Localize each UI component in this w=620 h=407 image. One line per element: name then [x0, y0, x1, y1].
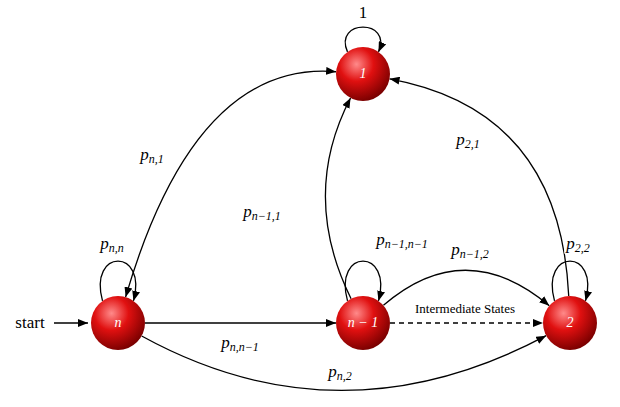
transition-arrow — [126, 71, 337, 297]
state-name: n − 1 — [348, 315, 378, 331]
transition-arrow — [390, 322, 543, 323]
transition-probability: pn,2 — [326, 363, 354, 382]
state-name: n — [115, 315, 122, 331]
transition-probability: pn−1,n−1 — [374, 231, 430, 250]
transition-probability: pn,1 — [138, 146, 166, 165]
state-sphere: n − 1 — [335, 295, 391, 351]
transition-probability: p2,2 — [564, 235, 592, 254]
transition-probability: pn−1,1 — [241, 203, 283, 222]
transition-probability: p2,1 — [454, 131, 482, 150]
transition-arrow — [383, 270, 549, 305]
transition-arrow — [100, 261, 136, 301]
state-name: 1 — [360, 66, 367, 82]
transition-arrow — [390, 79, 569, 296]
transition-probability: pn,n−1 — [219, 334, 261, 353]
transition-probability: pn−1,2 — [449, 241, 491, 260]
transition-arrow — [325, 98, 351, 299]
state-name: 2 — [567, 315, 574, 331]
state-sphere: 1 — [335, 46, 391, 102]
transition-arrow — [552, 261, 588, 301]
start-label: start — [15, 313, 44, 333]
transition-arrow — [145, 322, 336, 323]
transition-arrow — [345, 261, 381, 301]
transition-probability: Intermediate States — [413, 302, 517, 316]
start-arrow — [54, 322, 88, 323]
transition-probability: pn,n — [98, 235, 126, 254]
state-sphere: 2 — [542, 295, 598, 351]
transition-arrow — [142, 336, 546, 391]
transition-probability: 1 — [357, 4, 370, 23]
state-sphere: n — [90, 295, 146, 351]
